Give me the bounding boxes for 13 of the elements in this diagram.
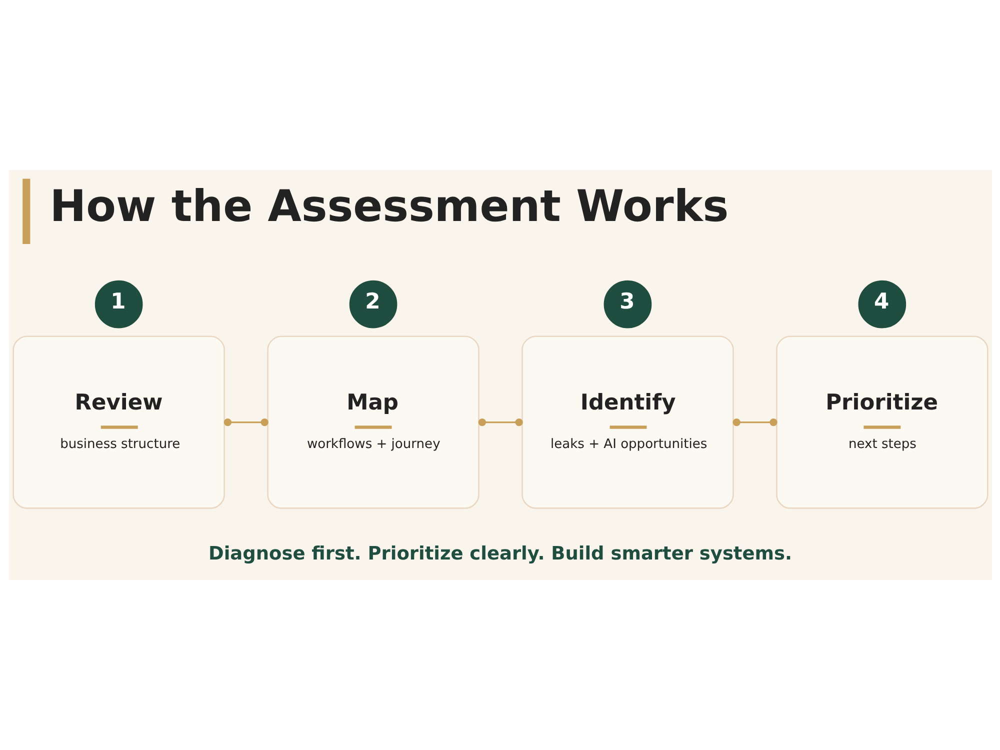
connector [478,418,522,426]
node-circle: 3 [603,280,652,328]
node-box: Prioritize next steps [776,336,988,509]
node-box: Map workflows + journey [266,336,479,509]
node-circle: 1 [94,280,142,328]
node-circle: 4 [858,280,906,328]
connector [223,418,268,426]
node-box: Review business structure [12,336,224,509]
node-box: Identify leaks + AI opportunities [521,336,734,509]
diagram-title: How the Assessment Works [49,182,728,232]
label: Diagnose first. Prioritize clearly. Build smarter systems. [208,543,792,564]
node-circle: 2 [348,280,397,328]
connector [732,418,777,426]
